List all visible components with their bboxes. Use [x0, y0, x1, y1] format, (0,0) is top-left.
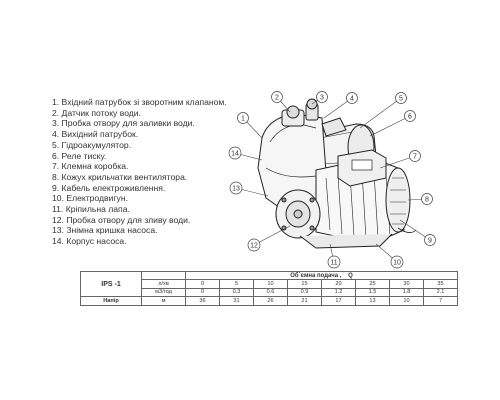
legend-item: 3. Пробка отвору для заливки води. [52, 118, 195, 129]
table-cell: 20 [321, 279, 356, 289]
table-header-row: IPS -1 Об`ємна подача , Q [80, 270, 458, 298]
legend-item: 2. Датчик потоку води. [52, 107, 141, 118]
callout-circle [404, 110, 416, 122]
table-cell: 10 [389, 296, 424, 306]
table-cell: 7 [423, 296, 458, 306]
callout-3: 3 [320, 95, 324, 102]
callout-1: 1 [241, 116, 245, 123]
callout-9: 9 [428, 238, 432, 245]
unit-cell: л/хв [141, 279, 186, 289]
flow-header-label: Об`ємна подача , [290, 272, 342, 279]
table-cell: 35 [423, 279, 458, 289]
table-cell: 30 [389, 279, 424, 289]
callout-circle [316, 91, 328, 103]
table-cell: 1.5 [355, 287, 390, 298]
table-cell: 26 [253, 296, 288, 306]
table-cell: 25 [355, 279, 390, 289]
callout-11: 11 [330, 260, 337, 267]
callout-10: 10 [393, 260, 401, 267]
callout-2: 2 [275, 95, 279, 102]
table-row: Напір м 36 31 26 21 17 13 10 7 [80, 296, 458, 306]
callout-14: 14 [231, 151, 239, 158]
model-name: IPS -1 [80, 270, 142, 298]
callout-7: 7 [413, 154, 417, 161]
table-cell: 2.1 [423, 287, 458, 298]
row-label: Напір [80, 296, 142, 306]
legend-item: 13. Знімна кришка насоса. [52, 225, 158, 236]
unit-cell: м3/год [141, 287, 186, 298]
callout-4: 4 [350, 96, 354, 103]
callout-8: 8 [425, 197, 429, 204]
table-cell: 5 [219, 279, 254, 289]
callout-12: 12 [250, 243, 258, 250]
legend-item: 6. Реле тиску. [52, 150, 107, 161]
legend-item: 11. Кріпильна лапа. [52, 204, 130, 215]
callout-circle [395, 92, 407, 104]
callout-circle [424, 234, 436, 246]
callout-circle [346, 92, 358, 104]
table-cell: 0 [185, 279, 220, 289]
flow-header: Об`ємна подача , Q [185, 270, 458, 281]
table-cell: 0.9 [287, 287, 322, 298]
legend-item: 5. Гідроакумулятор. [52, 139, 132, 150]
legend-item: 7. Клемна коробка. [52, 161, 129, 172]
table-cell: 15 [287, 279, 322, 289]
legend-item: 8. Кожух крильчатки вентилятора. [52, 171, 188, 182]
legend-item: 1. Вхідний патрубок зі зворотним клапано… [52, 97, 227, 107]
callout-circle [409, 150, 421, 162]
legend-item: 12. Пробка отвору для зливу води. [52, 214, 191, 225]
callout-circle [228, 146, 242, 160]
callout-circle [237, 112, 249, 124]
table-cell: 1.8 [389, 287, 424, 298]
callout-circle [229, 181, 243, 195]
table-cell: 0 [185, 287, 220, 298]
callout-circle [421, 193, 433, 205]
callout-numbers: 1 2 3 4 5 6 7 8 9 10 11 12 13 14 [231, 95, 432, 267]
table-cell: 10 [253, 279, 288, 289]
performance-table: IPS -1 Об`ємна подача , Q л/хв 0 5 10 15… [80, 270, 458, 306]
parts-legend: 1. Вхідний патрубок зі зворотним клапано… [52, 97, 227, 247]
callout-markers [228, 91, 436, 269]
table-cell: 0.3 [219, 287, 254, 298]
callout-circle [271, 91, 283, 103]
legend-item: 14. Корпус насоса. [52, 236, 127, 247]
legend-item: 10. Електродвигун. [52, 193, 128, 204]
pump-drawing [257, 98, 417, 249]
callout-circle [247, 238, 261, 252]
callout-5: 5 [399, 96, 403, 103]
callout-13: 13 [232, 186, 240, 193]
legend-item: 9. Кабель електроживлення. [52, 182, 166, 193]
table-cell: 21 [287, 296, 322, 306]
table-cell: 36 [185, 296, 220, 306]
unit-cell: м [141, 296, 186, 306]
table-cell: 13 [355, 296, 390, 306]
callout-circle [327, 255, 341, 269]
table-cell: 1.2 [321, 287, 356, 298]
table-cell: 31 [219, 296, 254, 306]
table-cell: 0.6 [253, 287, 288, 298]
table-cell: 17 [321, 296, 356, 306]
callout-circle [390, 255, 404, 269]
legend-item: 4. Вихідний патрубок. [52, 129, 139, 140]
callout-6: 6 [408, 114, 412, 121]
flow-header-symbol: Q [348, 272, 353, 279]
